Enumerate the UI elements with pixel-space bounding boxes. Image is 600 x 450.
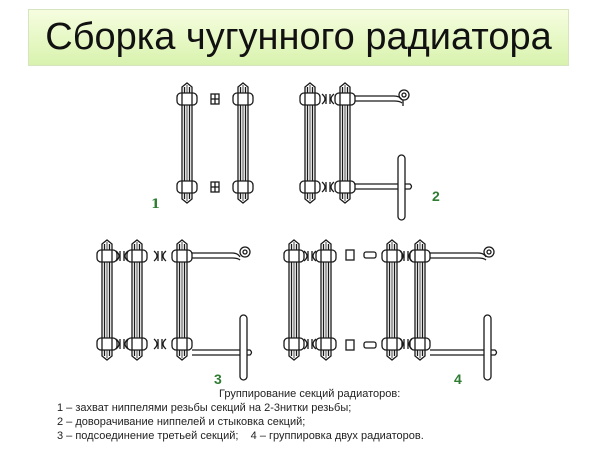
title-banner: Сборка чугунного радиатора	[28, 9, 569, 66]
page-title: Сборка чугунного радиатора	[45, 16, 552, 58]
caption-line-1: 1 – захват ниппелями резьбы секций на 2-…	[57, 402, 352, 414]
caption-line-2: 2 – доворачивание ниппелей и стыковка се…	[57, 416, 306, 428]
figure-label-4: 4	[454, 371, 462, 387]
figure-2-drawing	[299, 82, 413, 221]
figure-label-1: 1	[151, 197, 161, 212]
figure-4-drawing	[283, 239, 498, 381]
figure-3-drawing	[96, 239, 253, 381]
figure-label-3: 3	[214, 371, 222, 387]
figure-1-drawing	[176, 82, 254, 204]
caption: Группирование секций радиаторов: 1 – зах…	[57, 387, 477, 443]
figure-label-2: 2	[432, 188, 440, 204]
caption-heading: Группирование секций радиаторов:	[219, 388, 401, 400]
caption-line-3: 3 – подсоединение третьей секций; 4 – гр…	[57, 430, 424, 442]
